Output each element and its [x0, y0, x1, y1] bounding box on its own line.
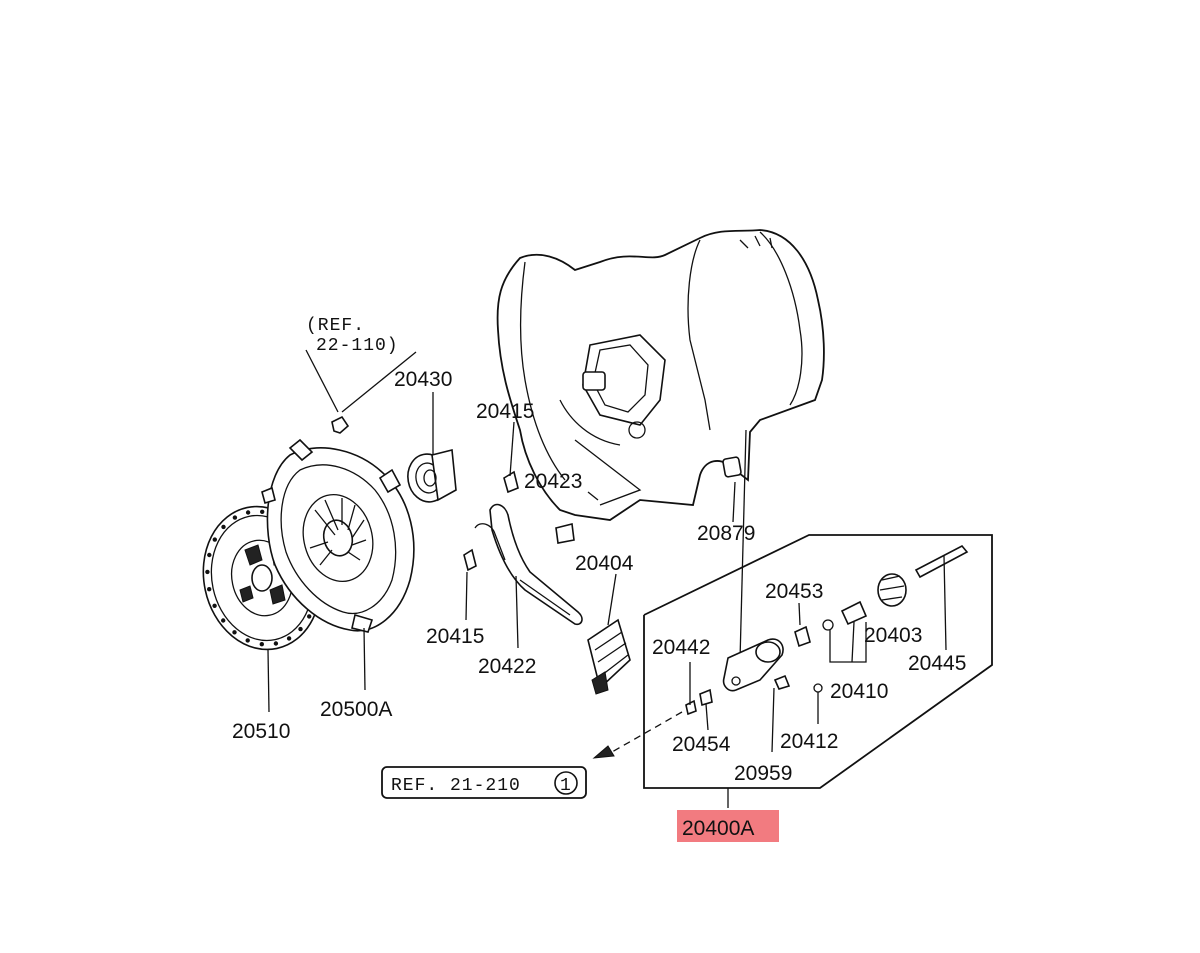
label-20423: 20423 — [524, 470, 582, 493]
disc-hole — [286, 636, 292, 641]
part-labels: (REF. 22-110) 20430 20415 20423 20879 20… — [232, 316, 966, 842]
label-20959: 20959 — [734, 762, 792, 785]
label-20430: 20430 — [394, 368, 452, 391]
disc-hole — [245, 510, 251, 515]
label-20454: 20454 — [672, 733, 731, 756]
label-20410: 20410 — [830, 680, 888, 703]
disc-hole — [205, 569, 210, 575]
disc-hole — [273, 641, 279, 646]
label-ref-22-110-line1: (REF. — [306, 316, 365, 336]
label-20422: 20422 — [478, 655, 536, 678]
highlight-20400A — [677, 810, 779, 842]
label-20400A: 20400A — [682, 817, 754, 840]
disc-hole — [260, 509, 265, 514]
disc-hole — [259, 642, 264, 647]
label-ref-21-210-number: 1 — [560, 776, 572, 796]
transmission-housing-drawing — [496, 229, 825, 661]
label-20510: 20510 — [232, 720, 290, 743]
disc-hole — [232, 630, 237, 635]
disc-hole — [212, 603, 217, 608]
disc-hole — [207, 552, 212, 558]
disc-hole — [221, 524, 226, 530]
disc-hole — [307, 614, 312, 619]
leader-lines — [267, 349, 947, 808]
label-20412: 20412 — [780, 730, 838, 753]
label-20500A: 20500A — [320, 698, 392, 721]
disc-hole — [207, 587, 212, 592]
disc-hole — [298, 626, 303, 632]
release-bearing-drawing — [407, 448, 457, 503]
label-20879: 20879 — [697, 522, 755, 545]
disc-hole — [221, 618, 226, 623]
label-20415-top: 20415 — [476, 400, 534, 423]
release-fork-drawing — [463, 470, 583, 626]
label-20404: 20404 — [575, 552, 634, 575]
label-20445: 20445 — [908, 652, 966, 675]
disc-hole — [212, 537, 217, 542]
ref-21-210-circle — [554, 771, 578, 795]
label-20453: 20453 — [765, 580, 823, 603]
slave-cylinder-drawing — [643, 534, 993, 789]
boot-drawing — [587, 618, 631, 695]
disc-hole — [245, 638, 250, 643]
clip-drawing — [331, 415, 350, 434]
pressure-plate-drawing — [261, 438, 415, 633]
label-ref-22-110-line2: 22-110) — [316, 336, 399, 356]
label-ref-21-210: REF. 21-210 — [391, 776, 521, 796]
label-20415-bottom: 20415 — [426, 625, 484, 648]
disc-hole — [232, 515, 238, 520]
label-20442: 20442 — [652, 636, 710, 659]
ref-21-210-box — [381, 766, 587, 799]
label-20403: 20403 — [864, 624, 922, 647]
